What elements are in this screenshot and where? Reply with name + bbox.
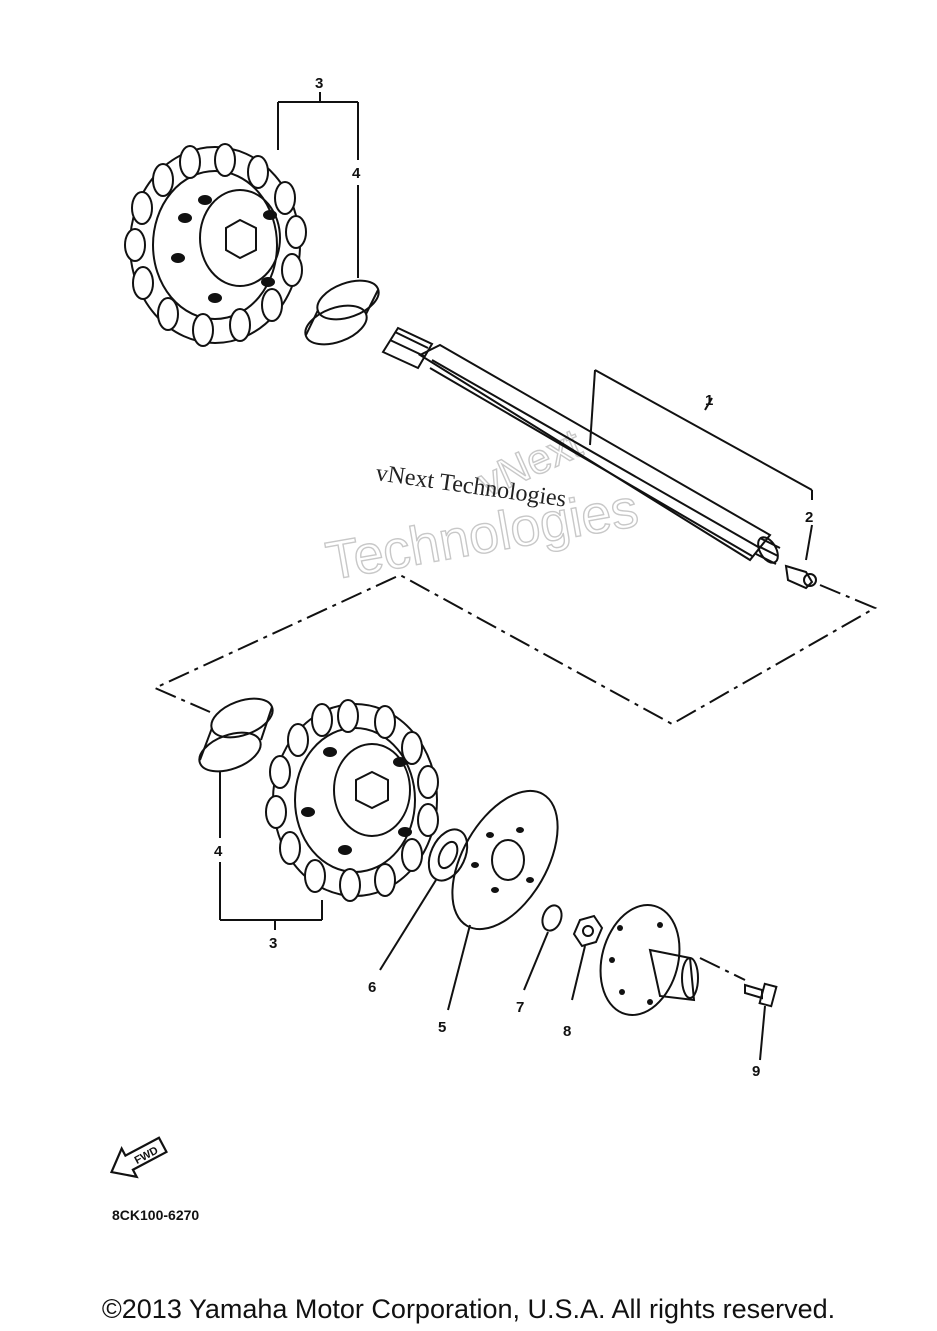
hub-bolt [744, 982, 778, 1061]
bolt-centerline [699, 957, 746, 981]
bottom-sprocket [265, 699, 439, 902]
nut [571, 914, 604, 1001]
callout-4-top: 4 [352, 165, 361, 182]
callout-3-bottom: 3 [269, 935, 277, 952]
assembly-centerline [152, 573, 878, 726]
callout-8: 8 [563, 1023, 571, 1040]
callout-4-bottom: 4 [214, 843, 223, 860]
top-sprocket [124, 143, 307, 347]
callout-5: 5 [438, 1019, 446, 1036]
washer [523, 904, 563, 991]
bearing [379, 828, 469, 971]
drive-shaft [381, 326, 781, 565]
diagram-code: 8CK100-6270 [112, 1207, 199, 1223]
callout-6: 6 [368, 979, 376, 996]
callout-7: 7 [516, 999, 524, 1016]
watermark: vNext Technologies vNext Technologies [321, 419, 643, 593]
shaft-callout-bracket [589, 369, 813, 561]
callout-9: 9 [752, 1063, 760, 1080]
top-callout-bracket [277, 92, 359, 278]
bottom-collar [198, 697, 274, 773]
callout-2: 2 [805, 509, 813, 526]
end-plug [784, 564, 817, 590]
callout-3-top: 3 [315, 75, 323, 92]
fwd-arrow-icon: FWD [109, 1136, 168, 1179]
bottom-callout-bracket [219, 772, 323, 930]
copyright-notice: ©2013 Yamaha Motor Corporation, U.S.A. A… [101, 1294, 836, 1324]
hub-plate [447, 789, 559, 1011]
top-collar [304, 279, 380, 346]
callout-1: 1 [705, 392, 713, 409]
parts-diagram: vNext Technologies vNext Technologies [109, 75, 878, 1223]
spindle-hub [599, 904, 699, 1016]
